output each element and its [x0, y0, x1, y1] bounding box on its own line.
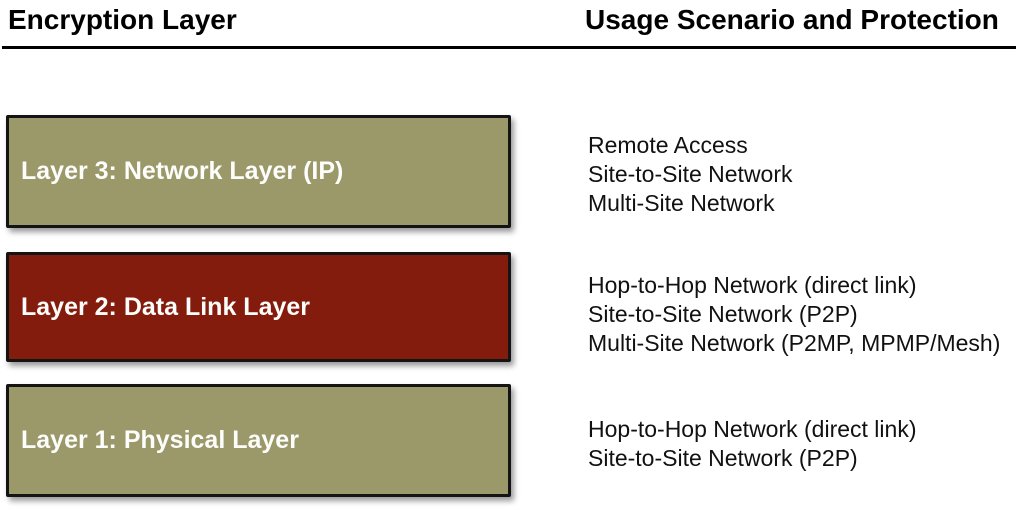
layer1-physical-box: Layer 1: Physical Layer	[6, 384, 511, 497]
layer3-network-box: Layer 3: Network Layer (IP)	[6, 115, 511, 228]
layer2-datalink-box: Layer 2: Data Link Layer	[6, 252, 511, 362]
scenario-line: Multi-Site Network	[588, 190, 775, 216]
layer3-scenarios: Remote Access Site-to-Site Network Multi…	[588, 131, 793, 218]
scenario-line: Multi-Site Network (P2MP, MPMP/Mesh)	[588, 330, 1001, 356]
layer2-scenarios: Hop-to-Hop Network (direct link) Site-to…	[588, 271, 1000, 358]
scenario-line: Remote Access	[588, 132, 748, 158]
column-header-encryption-layer: Encryption Layer	[8, 4, 237, 35]
scenario-line: Site-to-Site Network	[588, 161, 793, 187]
scenario-line: Hop-to-Hop Network (direct link)	[588, 272, 917, 298]
scenario-line: Hop-to-Hop Network (direct link)	[588, 416, 917, 442]
layer3-label: Layer 3: Network Layer (IP)	[21, 157, 344, 185]
header-underline	[2, 46, 1016, 49]
scenario-line: Site-to-Site Network (P2P)	[588, 445, 858, 471]
layer1-scenarios: Hop-to-Hop Network (direct link) Site-to…	[588, 415, 916, 473]
column-header-usage-scenario: Usage Scenario and Protection	[585, 4, 999, 35]
layer1-label: Layer 1: Physical Layer	[21, 426, 299, 454]
layer2-label: Layer 2: Data Link Layer	[21, 292, 311, 321]
scenario-line: Site-to-Site Network (P2P)	[588, 301, 858, 327]
